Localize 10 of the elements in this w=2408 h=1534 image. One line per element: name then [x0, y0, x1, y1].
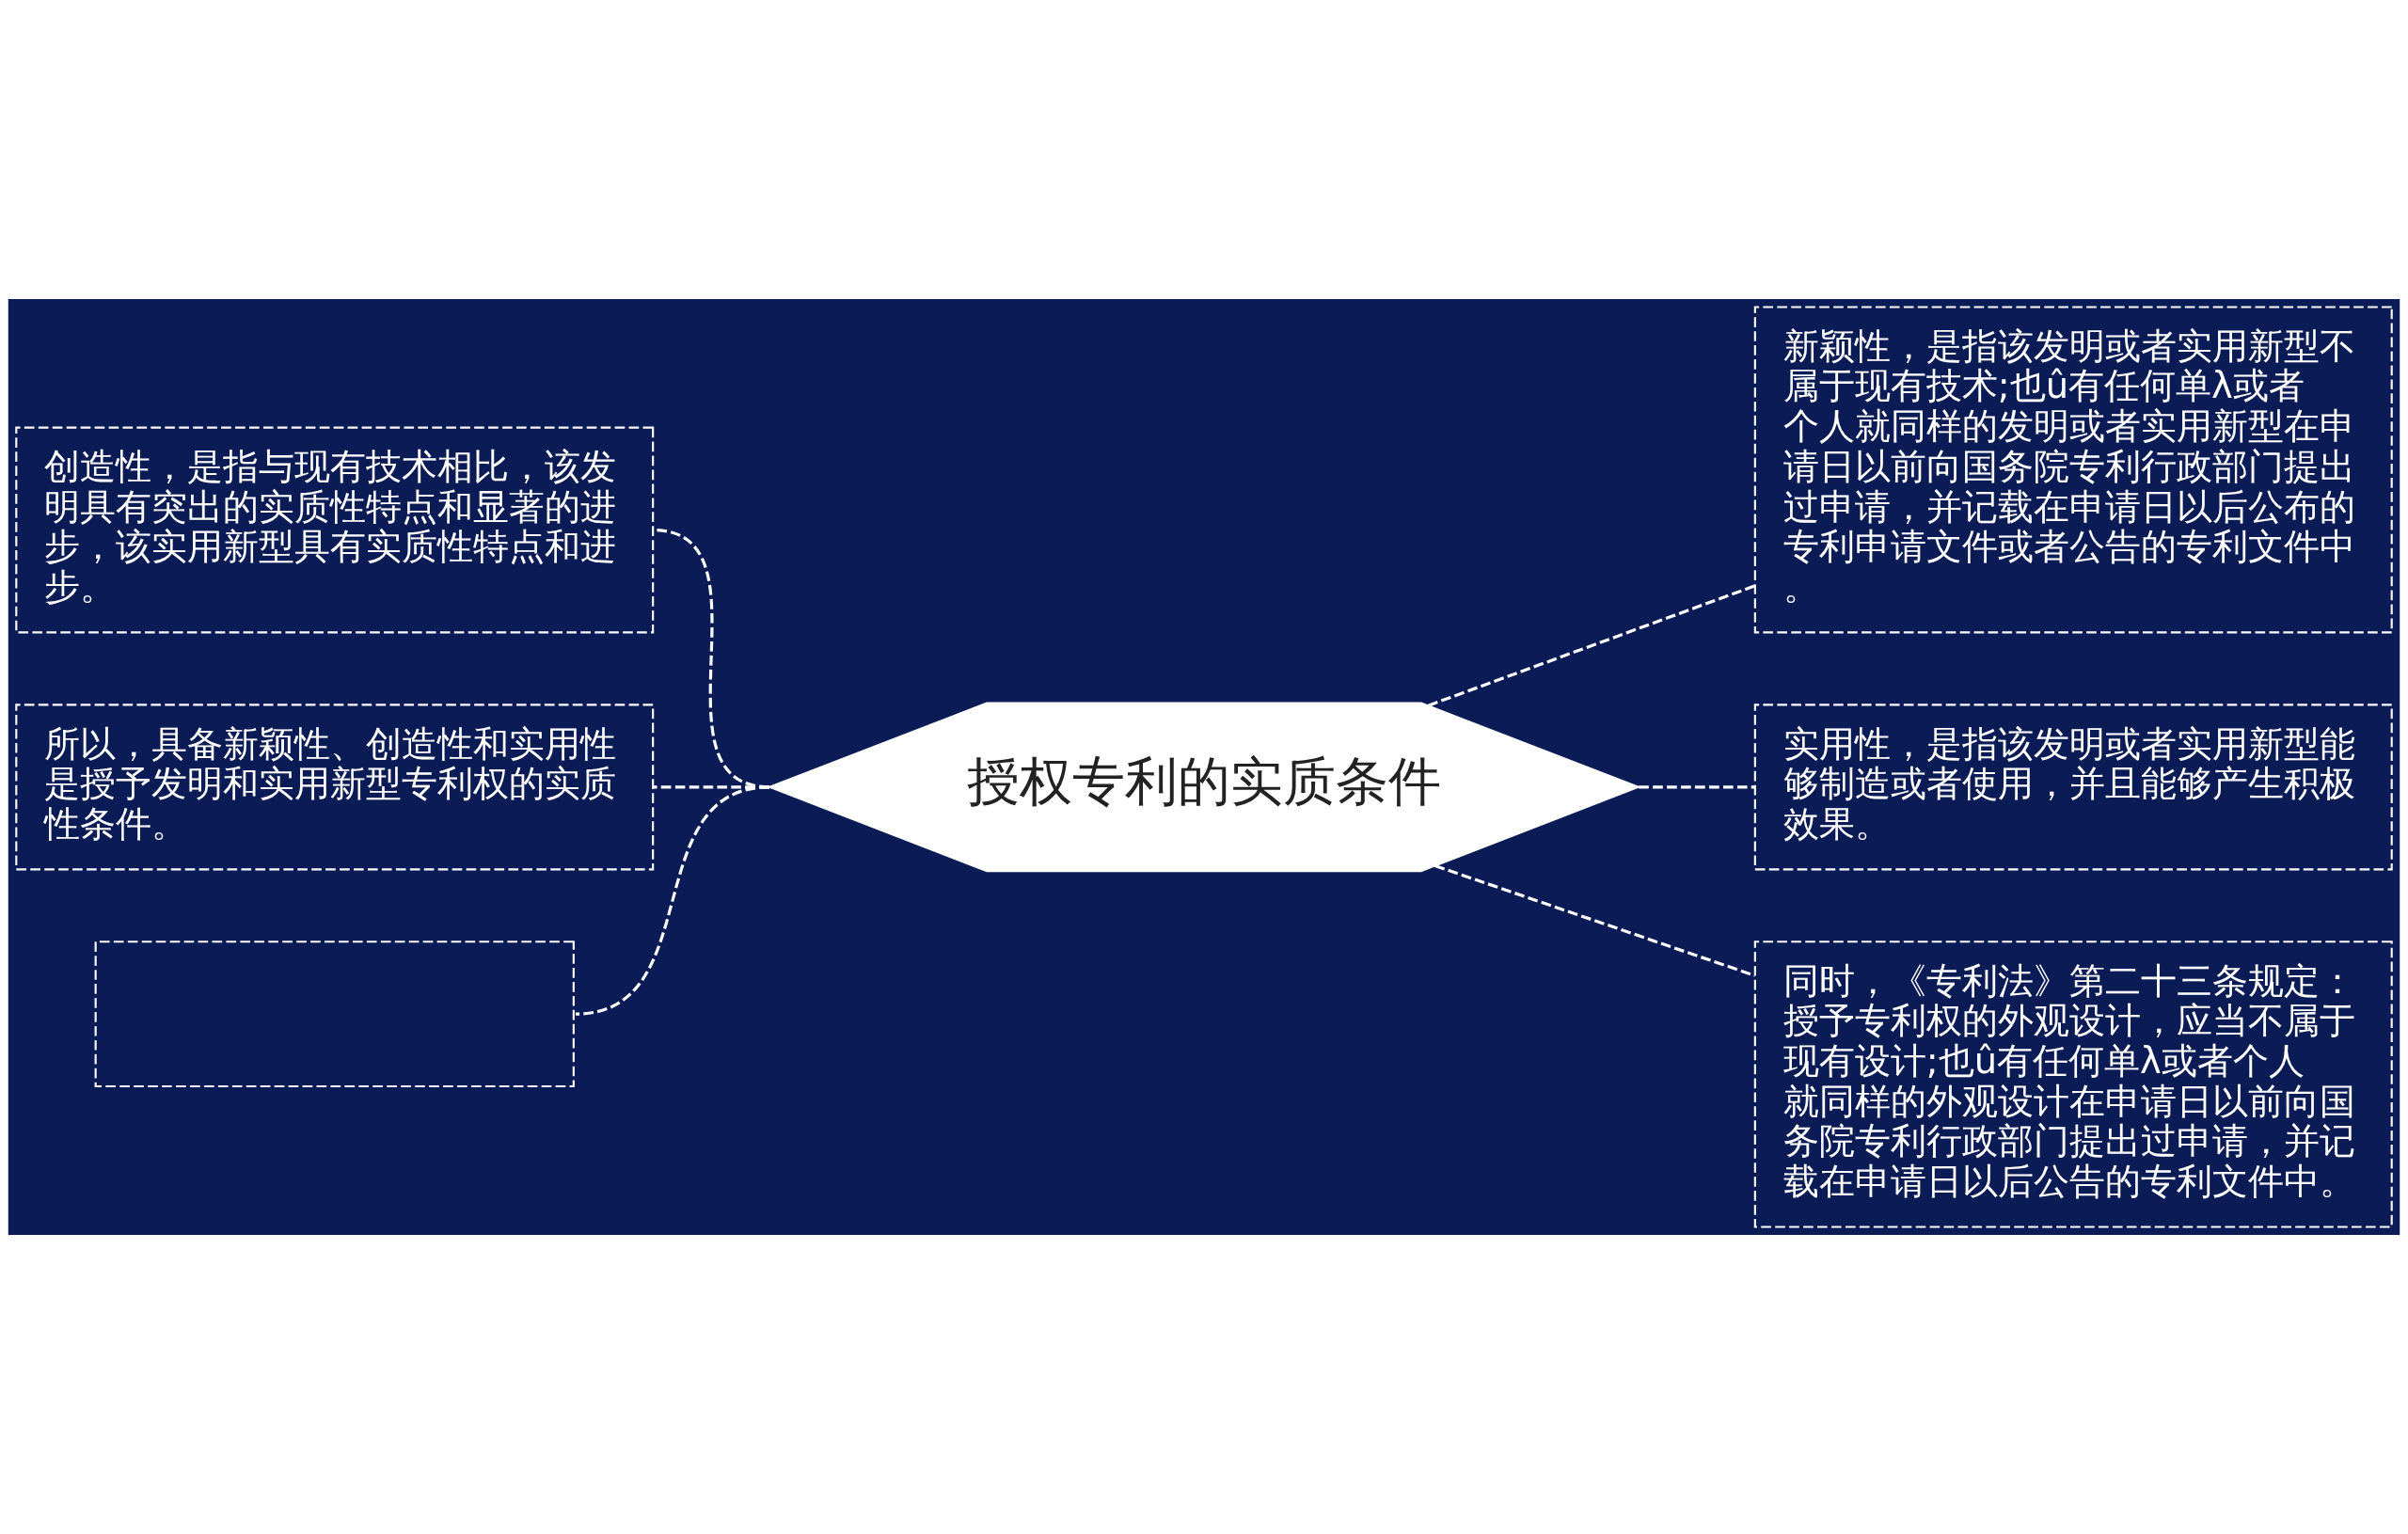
connector: [575, 785, 770, 1016]
node-box: 实用性，是指该发明或者实用新型能够制造或者使用，并且能够产生积极效果。: [1753, 704, 2393, 871]
node-box: 所以，具备新颖性、创造性和实用性是授予发明和实用新型专利权的实质性条件。: [15, 704, 655, 871]
node-box: 新颖性，是指该发明或者实用新型不属于现有技术;也û有任何单λ或者个人就同样的发明或者实用新型在申请日以前向国务院专利行政部门提出过申请，并记载在申请日以后公布的专利申请文件或者公告的专利文件中。: [1753, 306, 2393, 634]
node-box: 创造性，是指与现有技术相比，该发明具有突出的实质性特点和显著的进步，该实用新型具有实质性特点和进步。: [15, 426, 655, 634]
connector: [1639, 785, 1755, 789]
node-box: [94, 941, 575, 1088]
connector: [1434, 864, 1756, 977]
node-box: 同时，《专利法》第二十三条规定：授予专利权的外观设计，应当不属于现有设计;也û有任何单λ或者个人就同样的外观设计在申请日以前向国务院专利行政部门提出过申请，并记载在申请日以后公告的专利文件中。: [1753, 941, 2393, 1228]
connector: [1427, 584, 1755, 707]
